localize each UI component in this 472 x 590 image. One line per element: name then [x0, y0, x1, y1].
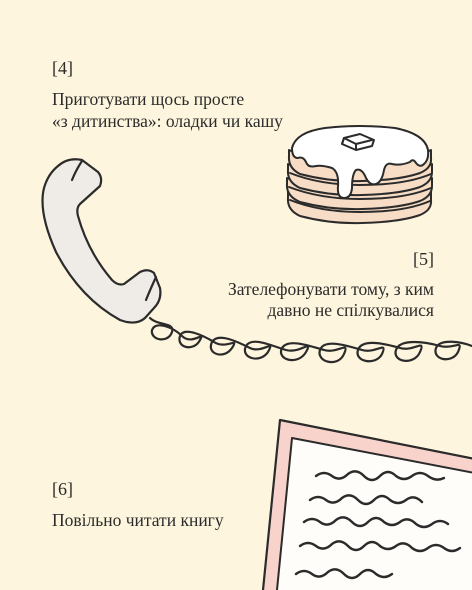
item-text-line: «з дитинства»: оладки чи кашу [52, 111, 283, 131]
telephone-handset-icon [41, 158, 472, 364]
item-text-line: Приготувати щось просте [52, 89, 245, 109]
item-number: [5] [413, 249, 434, 269]
item-number: [6] [52, 479, 73, 499]
item-text-line: давно не спілкувалися [267, 300, 434, 320]
book-page-icon [261, 418, 472, 590]
item-number: [4] [52, 58, 73, 78]
item-text-line: Повільно читати книгу [52, 510, 224, 530]
pancakes-icon [285, 125, 433, 225]
item-text-line: Зателефонувати тому, з ким [227, 279, 434, 299]
